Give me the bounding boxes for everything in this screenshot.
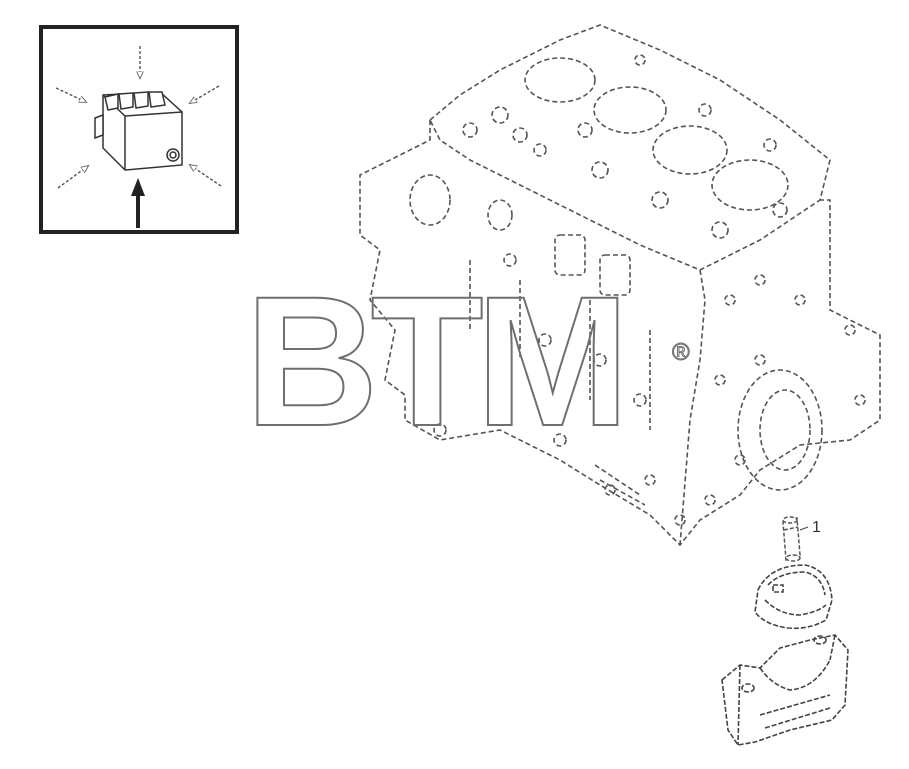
main-bearing-cap bbox=[721, 634, 849, 746]
callout-leader bbox=[799, 526, 809, 531]
engine-block bbox=[359, 24, 881, 547]
inset-up-arrow bbox=[131, 178, 145, 228]
callout-label-1: 1 bbox=[812, 519, 821, 536]
watermark-text: BTM bbox=[245, 259, 622, 465]
btm-watermark: BTM ® bbox=[244, 258, 691, 466]
watermark-registered-mark: ® bbox=[672, 339, 690, 366]
inset-lubrication-box bbox=[39, 25, 239, 234]
part-1-pin bbox=[782, 516, 801, 562]
bearing-shell bbox=[754, 564, 833, 630]
inset-arrows bbox=[55, 46, 222, 189]
lubrication-points-icon bbox=[94, 91, 183, 171]
